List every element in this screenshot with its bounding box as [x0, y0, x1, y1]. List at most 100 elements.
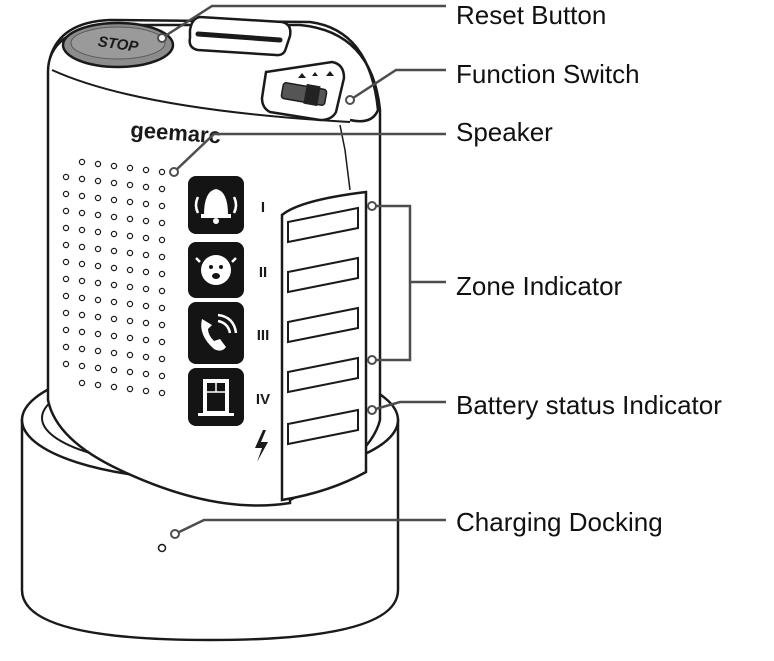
function-switch-label: Function Switch [456, 59, 640, 89]
speaker-hole [110, 332, 118, 340]
speaker-hole [142, 370, 150, 378]
speaker-hole [142, 183, 150, 191]
reset-button-label: Reset Button [456, 0, 607, 30]
speaker-hole [62, 292, 70, 300]
speaker-hole [78, 294, 86, 302]
charging-docking-label: Charging Docking [456, 507, 663, 537]
speaker-hole [78, 226, 86, 234]
zone-numeral: IV [256, 391, 270, 408]
speaker-hole [158, 168, 166, 176]
speaker-hole [126, 368, 134, 376]
speaker-hole [158, 270, 166, 278]
leader-function [349, 68, 446, 102]
speaker-hole [94, 245, 102, 253]
speaker-hole [158, 389, 166, 397]
speaker-hole [78, 311, 86, 319]
speaker-hole [78, 158, 86, 166]
speaker-hole [142, 302, 150, 310]
speaker-hole [126, 198, 134, 206]
leader-zone [372, 204, 446, 362]
speaker-hole [142, 234, 150, 242]
door-icon [188, 368, 244, 426]
speaker-hole [158, 253, 166, 261]
speaker-hole [78, 328, 86, 336]
speaker-hole [142, 336, 150, 344]
zone-numeral: II [259, 264, 267, 281]
speaker-hole [126, 215, 134, 223]
speaker-hole [142, 285, 150, 293]
speaker-hole [158, 321, 166, 329]
speaker-hole [126, 334, 134, 342]
speaker-label: Speaker [456, 117, 553, 147]
speaker-hole [78, 192, 86, 200]
function-switch[interactable] [260, 60, 346, 122]
speaker-hole [142, 251, 150, 259]
speaker-hole [62, 190, 70, 198]
speaker-hole [62, 343, 70, 351]
stop-label: STOP [97, 33, 141, 56]
phone-icon [188, 302, 244, 364]
leader-lines [157, 4, 446, 539]
speaker-hole [62, 224, 70, 232]
speaker-hole [158, 355, 166, 363]
speaker-hole [94, 313, 102, 321]
speaker-hole [158, 202, 166, 210]
speaker-hole [142, 353, 150, 361]
speaker-hole [110, 349, 118, 357]
speaker-hole [78, 175, 86, 183]
lightning-icon [255, 430, 268, 462]
speaker-hole [94, 279, 102, 287]
speaker-hole [94, 160, 102, 168]
speaker-hole [126, 266, 134, 274]
speaker-hole [94, 364, 102, 372]
speaker-hole [94, 177, 102, 185]
speaker-hole [158, 372, 166, 380]
speaker-hole [110, 196, 118, 204]
reset-button[interactable]: STOP [61, 21, 175, 69]
speaker-hole [126, 317, 134, 325]
speaker-hole [158, 236, 166, 244]
speaker-hole [126, 300, 134, 308]
speaker-hole [78, 345, 86, 353]
speaker-hole [142, 268, 150, 276]
speaker-hole [62, 360, 70, 368]
indicator-windows [287, 206, 359, 446]
speaker-hole [142, 200, 150, 208]
speaker-hole [110, 383, 118, 391]
speaker-hole [110, 230, 118, 238]
zone-numeral: III [257, 327, 270, 344]
speaker-hole [62, 326, 70, 334]
speaker-hole [126, 232, 134, 240]
speaker-hole [126, 181, 134, 189]
leader-dock [174, 518, 446, 536]
speaker-hole [142, 387, 150, 395]
leader-battery [371, 400, 446, 412]
speaker-hole [110, 366, 118, 374]
speaker-hole [94, 347, 102, 355]
battery-status-indicator-label: Battery status Indicator [456, 390, 722, 420]
charging-led [157, 543, 167, 553]
zone-indicator-light [287, 256, 359, 294]
speaker-hole [78, 209, 86, 217]
battery-indicator-light [287, 408, 359, 446]
speaker-hole [110, 247, 118, 255]
speaker-hole [158, 287, 166, 295]
speaker-hole [94, 194, 102, 202]
speaker-hole [62, 309, 70, 317]
zone-numeral: I [261, 199, 265, 216]
speaker-hole [62, 241, 70, 249]
speaker-hole [142, 319, 150, 327]
speaker-hole [110, 281, 118, 289]
speaker-hole [110, 315, 118, 323]
zone-indicator-light [287, 356, 359, 394]
speaker-hole [110, 213, 118, 221]
leader-reset [161, 4, 446, 40]
speaker-hole [62, 258, 70, 266]
speaker-hole [78, 362, 86, 370]
speaker-hole [78, 243, 86, 251]
speaker-hole [94, 211, 102, 219]
leader-speaker [173, 132, 446, 173]
